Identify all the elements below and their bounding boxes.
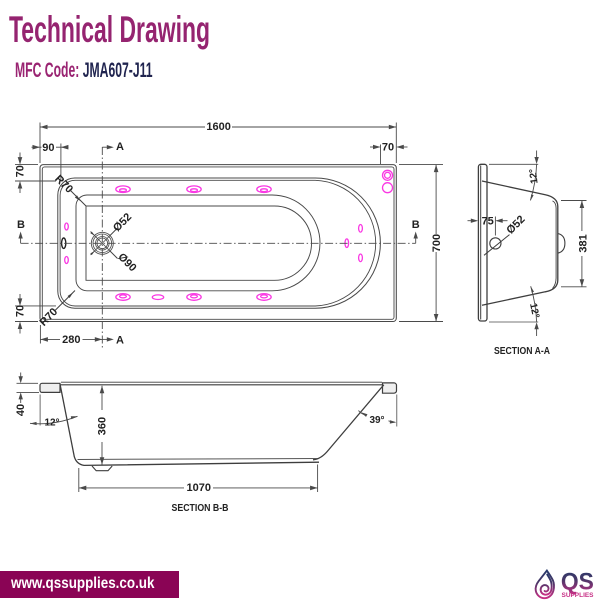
svg-text:1600: 1600 [206, 121, 230, 133]
svg-text:700: 700 [431, 234, 443, 252]
svg-text:B: B [17, 219, 25, 231]
svg-text:39°: 39° [369, 415, 384, 426]
svg-text:1070: 1070 [187, 482, 211, 494]
svg-text:QS: QS [561, 569, 594, 596]
svg-text:Ø90: Ø90 [115, 251, 138, 274]
svg-text:70: 70 [15, 165, 27, 177]
svg-text:40: 40 [15, 404, 27, 416]
svg-text:381: 381 [577, 234, 589, 252]
svg-text:280: 280 [62, 334, 80, 346]
svg-text:70: 70 [15, 305, 27, 317]
svg-text:R70: R70 [52, 173, 75, 196]
svg-text:90: 90 [42, 142, 54, 154]
svg-text:70: 70 [382, 142, 394, 154]
svg-text:Ø52: Ø52 [504, 213, 527, 236]
svg-text:SECTION A-A: SECTION A-A [494, 345, 550, 357]
svg-text:75: 75 [482, 215, 494, 227]
svg-text:A: A [116, 334, 124, 346]
svg-text:SUPPLIES: SUPPLIES [562, 592, 594, 599]
svg-text:B: B [412, 219, 420, 231]
svg-text:R70: R70 [37, 306, 60, 329]
svg-text:12°: 12° [528, 168, 541, 184]
svg-text:SECTION B-B: SECTION B-B [172, 502, 229, 514]
svg-text:12°: 12° [44, 417, 59, 428]
svg-text:360: 360 [96, 417, 108, 435]
svg-text:A: A [116, 141, 124, 153]
svg-text:12°: 12° [527, 302, 541, 319]
